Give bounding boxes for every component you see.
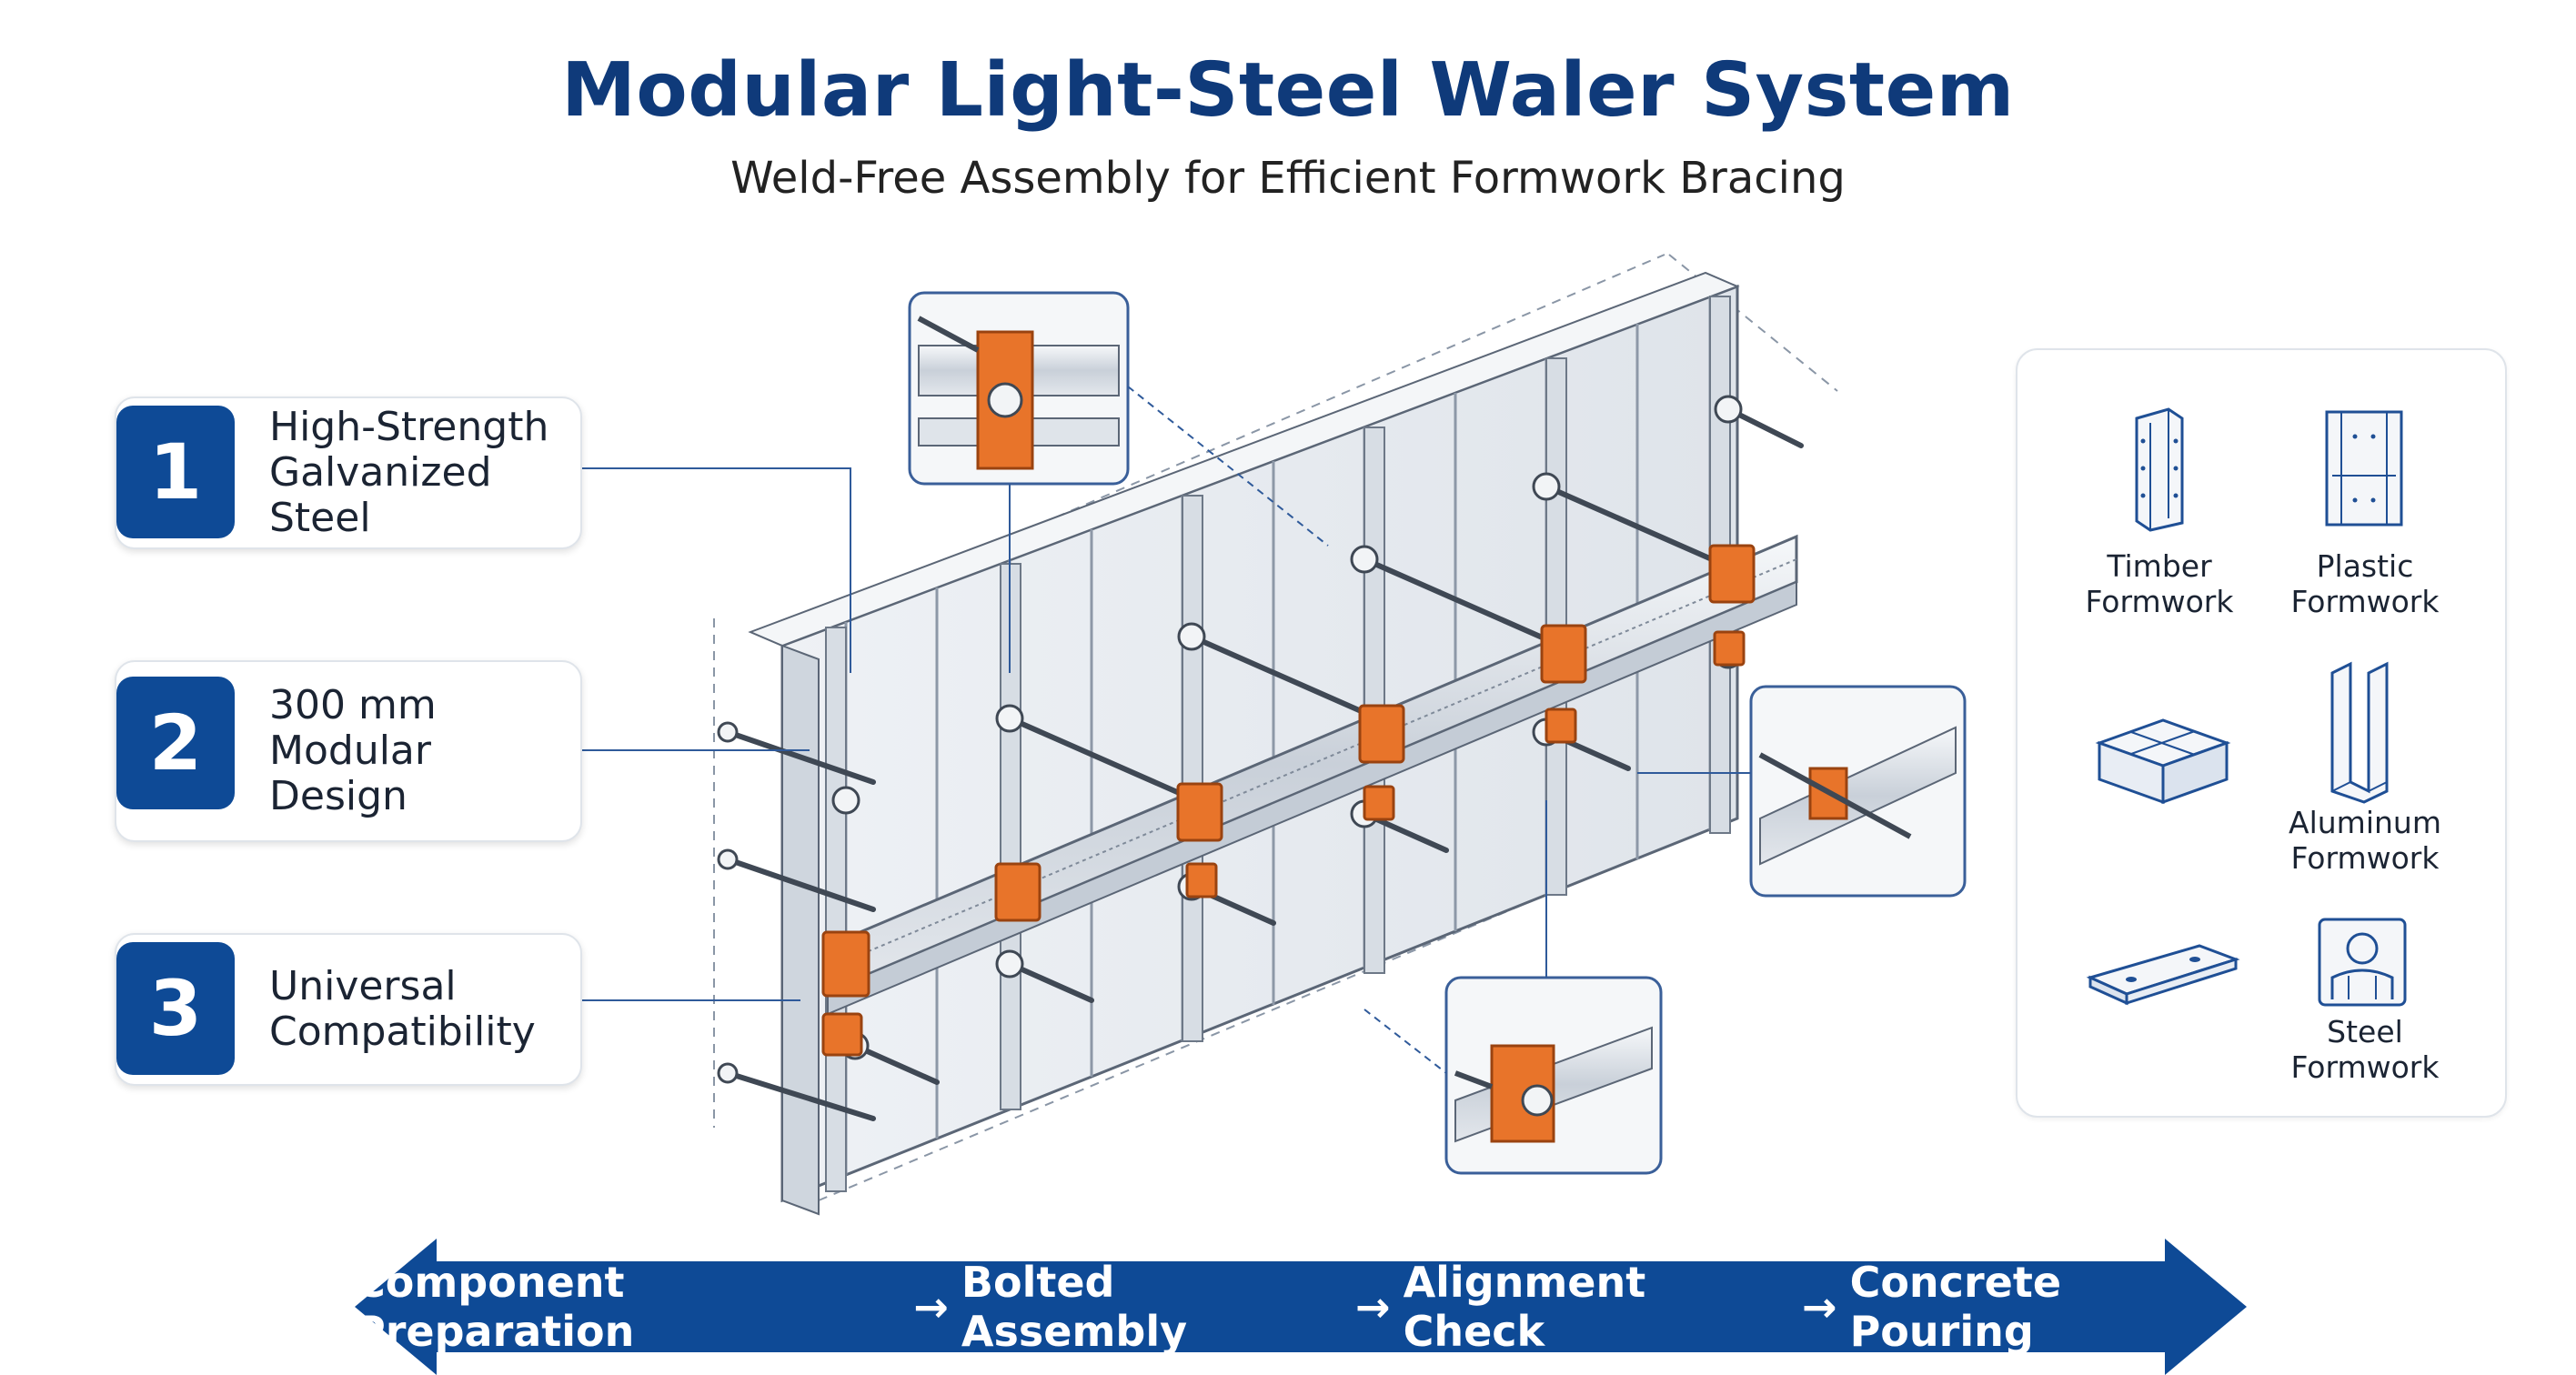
formwork-block-icon (2095, 718, 2231, 805)
feature-2-line3: Design (269, 773, 408, 819)
compatibility-panel: Timber Formwork Plastic Formwork Aluminu… (2016, 348, 2507, 1118)
process-arrow-icon: → (1355, 1282, 1391, 1331)
feature-card-3: 3 Universal Compatibility (115, 933, 582, 1086)
timber-formwork-icon (2135, 407, 2184, 532)
feature-number-3: 3 (116, 942, 235, 1075)
process-arrow-icon: → (913, 1282, 949, 1331)
aluminum-formwork-icon (2330, 661, 2389, 804)
detail-callout-bottom (1444, 976, 1663, 1175)
process-steps: Component Preparation → Bolted Assembly … (355, 1239, 2247, 1375)
compat-label-aluminum: Aluminum Formwork (2289, 805, 2441, 876)
feature-2-line1: 300 mm (269, 682, 437, 728)
feature-text-3: Universal Compatibility (269, 935, 579, 1084)
page-title: Modular Light-Steel Waler System (561, 47, 2015, 134)
feature-3-line2: Compatibility (269, 1009, 536, 1055)
feature-text-2: 300 mm Modular Design (269, 662, 579, 840)
feature-1-line2: Galvanized Steel (269, 449, 492, 541)
process-arrow (355, 1239, 2247, 1375)
process-step-3: Alignment Check (1403, 1258, 1646, 1356)
process-arrow-icon: → (1802, 1282, 1837, 1331)
steel-formwork-icon (2318, 918, 2407, 1007)
plastic-formwork-icon (2325, 410, 2403, 527)
feature-card-2: 2 300 mm Modular Design (115, 660, 582, 842)
page-subtitle: Weld-Free Assembly for Efficient Formwor… (730, 153, 1846, 204)
feature-2-line2: Modular (269, 728, 431, 774)
feature-number-1: 1 (116, 406, 235, 538)
compat-label-steel: Steel Formwork (2290, 1014, 2440, 1085)
compat-label-plastic: Plastic Formwork (2290, 548, 2440, 619)
process-step-4: Concrete Pouring (1849, 1258, 2062, 1356)
process-step-1: Component Preparation (355, 1258, 635, 1356)
steel-plate-icon (2086, 944, 2240, 1006)
detail-callout-right (1749, 685, 1967, 898)
detail-callout-top (908, 291, 1130, 486)
process-step-2: Bolted Assembly (961, 1258, 1188, 1356)
compat-label-timber: Timber Formwork (2085, 548, 2234, 619)
feature-3-line1: Universal (269, 963, 457, 1009)
feature-card-1: 1 High-Strength Galvanized Steel (115, 396, 582, 549)
feature-text-1: High-Strength Galvanized Steel (269, 398, 579, 547)
feature-number-2: 2 (116, 677, 235, 809)
feature-1-line1: High-Strength (269, 404, 549, 450)
